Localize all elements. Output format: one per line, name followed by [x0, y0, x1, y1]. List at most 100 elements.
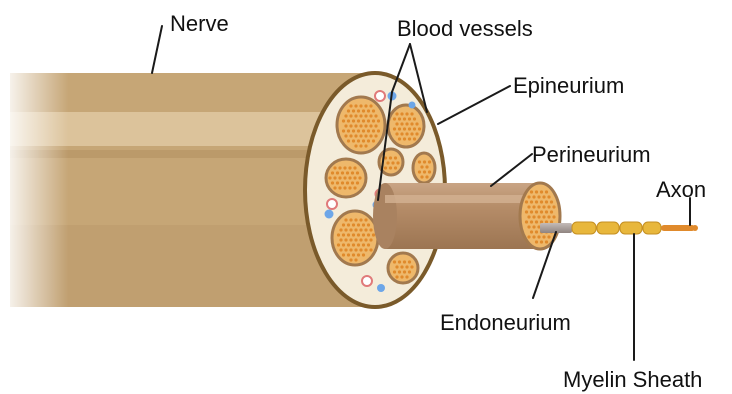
- axon-dot: [372, 139, 375, 142]
- axon-dot: [403, 117, 406, 120]
- axon-dot: [352, 129, 355, 132]
- axon-dot: [364, 124, 367, 127]
- axon-dot: [349, 104, 352, 107]
- axon-dot: [425, 175, 428, 178]
- axon-dot: [346, 171, 349, 174]
- axon-dot: [410, 132, 413, 135]
- axon-dot: [547, 205, 550, 208]
- axon-dot: [369, 228, 372, 231]
- axon-dot: [405, 112, 408, 115]
- axon-dot: [530, 210, 533, 213]
- axon-dot: [347, 223, 350, 226]
- axon-dot: [364, 104, 367, 107]
- axon-dot: [545, 200, 548, 203]
- axon-dot: [351, 181, 354, 184]
- axon-dot: [372, 129, 375, 132]
- axon-dot: [393, 260, 396, 263]
- axon-dot: [352, 253, 355, 256]
- nerve-label: Nerve: [170, 11, 229, 36]
- axon-dot: [362, 223, 365, 226]
- fascicle: [337, 97, 385, 153]
- axon-dot: [364, 228, 367, 231]
- axon-dot: [400, 265, 403, 268]
- axon-dot: [391, 161, 394, 164]
- axon-dot: [405, 265, 408, 268]
- axon-dot: [349, 248, 352, 251]
- axon-dot: [362, 119, 365, 122]
- axon-dot: [347, 233, 350, 236]
- axon-dot: [357, 139, 360, 142]
- epineurium-label: Epineurium: [513, 73, 624, 98]
- axon-dot: [408, 117, 411, 120]
- axon-dot: [338, 186, 341, 189]
- axon-dot: [338, 176, 341, 179]
- axon-dot: [343, 186, 346, 189]
- axon-dot: [342, 233, 345, 236]
- perineurium-highlight: [385, 195, 540, 203]
- axon-dot: [413, 117, 416, 120]
- axon-dot: [384, 166, 387, 169]
- axon-dot: [357, 223, 360, 226]
- blood-vessel: [327, 199, 337, 209]
- axon-dot: [537, 215, 540, 218]
- axon-dot: [537, 205, 540, 208]
- axon-dot: [342, 129, 345, 132]
- axon-dot: [364, 144, 367, 147]
- axon-dot: [369, 124, 372, 127]
- axon-dot: [428, 160, 431, 163]
- axon-dot: [550, 200, 553, 203]
- axon-dot: [527, 235, 530, 238]
- axon-dot: [532, 235, 535, 238]
- blood-vessel: [377, 284, 385, 292]
- axon-dot: [362, 139, 365, 142]
- axon-dot: [525, 200, 528, 203]
- axon-dot: [395, 132, 398, 135]
- axon-dot: [396, 161, 399, 164]
- axon-dot: [395, 112, 398, 115]
- axon-dot: [532, 195, 535, 198]
- axon-dot: [353, 166, 356, 169]
- axon-dot: [357, 109, 360, 112]
- axon-dot: [403, 137, 406, 140]
- axon-dot: [359, 114, 362, 117]
- axon-dot: [337, 233, 340, 236]
- axon-dot: [331, 181, 334, 184]
- axon-dot: [372, 109, 375, 112]
- axon-dot: [352, 243, 355, 246]
- axon-dot: [552, 215, 555, 218]
- axon-dot: [530, 200, 533, 203]
- axon-dot: [367, 119, 370, 122]
- axon-dot: [540, 190, 543, 193]
- endoneurium-label: Endoneurium: [440, 310, 571, 335]
- axon-dot: [400, 275, 403, 278]
- axon-dot: [367, 109, 370, 112]
- axon-dot: [545, 240, 548, 243]
- axon-dot: [398, 260, 401, 263]
- axon-dot: [338, 166, 341, 169]
- blood-vessel: [362, 276, 372, 286]
- axon-dot: [395, 122, 398, 125]
- axon-dot: [357, 129, 360, 132]
- axon-dot: [540, 210, 543, 213]
- axon-dot: [532, 225, 535, 228]
- axon-dot: [425, 165, 428, 168]
- axon-dot: [410, 122, 413, 125]
- axon-dot: [542, 215, 545, 218]
- axon-dot: [405, 275, 408, 278]
- axon-dot: [403, 260, 406, 263]
- axon-dot: [389, 156, 392, 159]
- axon-label: Axon: [656, 177, 706, 202]
- axon-dot: [374, 124, 377, 127]
- axon-dot: [418, 127, 421, 130]
- axon-dot: [339, 238, 342, 241]
- axon-dot: [347, 243, 350, 246]
- axon-dot: [352, 109, 355, 112]
- axon-dot: [372, 119, 375, 122]
- axon-dot: [398, 270, 401, 273]
- axon-dot: [369, 104, 372, 107]
- axon-dot: [530, 220, 533, 223]
- axon-dot: [348, 176, 351, 179]
- axon-dot: [336, 181, 339, 184]
- axon-dot: [408, 260, 411, 263]
